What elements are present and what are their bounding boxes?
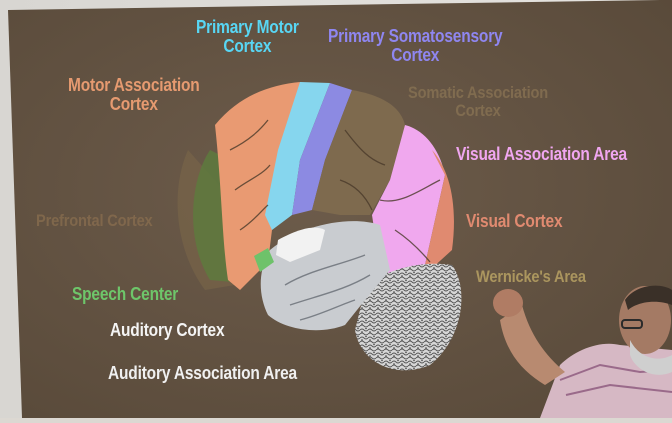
label-somatic-association-line2: Cortex: [455, 100, 501, 120]
label-primary-somatosensory-line2: Cortex: [391, 44, 440, 65]
label-primary-motor-line2: Cortex: [223, 35, 272, 56]
label-primary-somatosensory-line1: Primary Somatosensory: [328, 26, 503, 46]
label-motor-association: Motor Association Cortex: [68, 76, 200, 114]
label-somatic-association: Somatic Association Cortex: [408, 84, 548, 120]
speech-center-region: [254, 248, 274, 272]
label-visual-cortex: Visual Cortex: [466, 211, 563, 231]
label-primary-motor: Primary Motor Cortex: [196, 18, 299, 56]
visual-association-region: [372, 125, 445, 285]
label-primary-somatosensory: Primary Somatosensory Cortex: [328, 26, 503, 65]
primary-motor-region: [265, 82, 330, 230]
label-visual-association: Visual Association Area: [456, 144, 627, 164]
label-auditory-association: Auditory Association Area: [108, 363, 297, 383]
auditory-cortex-region: [276, 227, 325, 262]
motor-association-region: [215, 82, 300, 290]
somatic-association-region: [312, 90, 405, 215]
temporal-sulci: [284, 254, 371, 321]
label-motor-association-line1: Motor Association: [68, 75, 200, 95]
label-primary-motor-line1: Primary Motor: [196, 17, 299, 37]
brain-sulci: [229, 119, 441, 263]
label-auditory-cortex: Auditory Cortex: [110, 320, 225, 340]
label-prefrontal-cortex: Prefrontal Cortex: [36, 211, 153, 230]
wernickes-region: [355, 263, 462, 371]
label-somatic-association-line1: Somatic Association: [408, 83, 548, 102]
label-speech-center: Speech Center: [72, 284, 179, 304]
visual-cortex-region: [425, 150, 454, 270]
primary-somatosensory-region: [292, 83, 352, 215]
brain-diagram: [177, 82, 462, 371]
label-wernickes-area: Wernicke's Area: [476, 267, 586, 286]
presenter: [493, 285, 672, 418]
label-motor-association-line2: Cortex: [109, 93, 158, 114]
